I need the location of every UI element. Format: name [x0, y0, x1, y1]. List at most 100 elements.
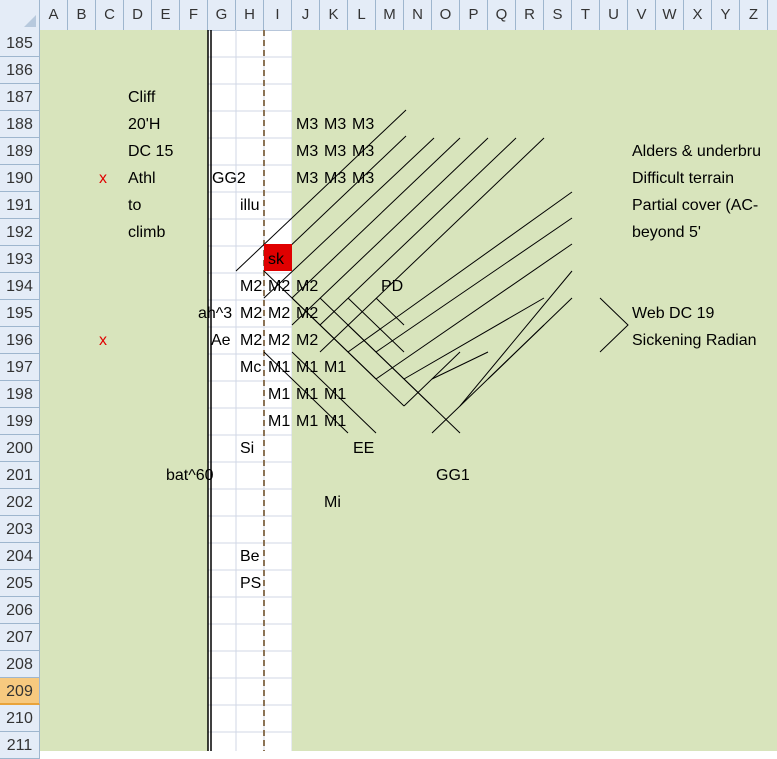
column-header-w[interactable]: W: [656, 0, 684, 30]
cell-m3[interactable]: M3: [324, 116, 347, 133]
row-header-210[interactable]: 210: [0, 705, 40, 732]
cell-mi[interactable]: Mi: [324, 494, 341, 511]
column-header-z[interactable]: Z: [740, 0, 768, 30]
cell-m2[interactable]: M2: [268, 305, 291, 322]
cell-cliff-height[interactable]: 20'H: [128, 116, 161, 133]
cell-climb[interactable]: climb: [128, 224, 166, 241]
cell-m2[interactable]: M2: [296, 278, 319, 295]
cell-pd[interactable]: PD: [381, 278, 404, 295]
row-header-196[interactable]: 196: [0, 327, 40, 354]
cell-difficult-terrain[interactable]: Difficult terrain: [632, 170, 734, 187]
cell-be[interactable]: Be: [240, 548, 260, 565]
row-header-188[interactable]: 188: [0, 111, 40, 138]
cell-m1[interactable]: M1: [268, 386, 291, 403]
row-header-186[interactable]: 186: [0, 57, 40, 84]
column-header-r[interactable]: R: [516, 0, 544, 30]
cell-sickening[interactable]: Sickening Radian: [632, 332, 757, 349]
column-header-t[interactable]: T: [572, 0, 600, 30]
cell-m2[interactable]: M2: [296, 332, 319, 349]
cell-sk[interactable]: sk: [268, 251, 284, 268]
cell-m1[interactable]: M1: [324, 413, 347, 430]
cell-web-dc[interactable]: Web DC 19: [632, 305, 715, 322]
column-header-p[interactable]: P: [460, 0, 488, 30]
cell-m3[interactable]: M3: [296, 116, 319, 133]
cell-m1[interactable]: M1: [296, 386, 319, 403]
cell-m1[interactable]: M1: [324, 359, 347, 376]
cell-m3[interactable]: M3: [352, 116, 375, 133]
cell-ah3[interactable]: ah^3: [198, 305, 233, 322]
cell-gg1[interactable]: GG1: [436, 467, 470, 484]
column-header-x[interactable]: X: [684, 0, 712, 30]
row-header-197[interactable]: 197: [0, 354, 40, 381]
column-header-b[interactable]: B: [68, 0, 96, 30]
row-header-194[interactable]: 194: [0, 273, 40, 300]
column-header-o[interactable]: O: [432, 0, 460, 30]
row-header-207[interactable]: 207: [0, 624, 40, 651]
row-header-203[interactable]: 203: [0, 516, 40, 543]
cell-athl[interactable]: Athl: [128, 170, 156, 187]
column-header-u[interactable]: U: [600, 0, 628, 30]
cell-ee[interactable]: EE: [353, 440, 375, 457]
row-header-185[interactable]: 185: [0, 30, 40, 57]
row-header-200[interactable]: 200: [0, 435, 40, 462]
red-highlight-cell[interactable]: [264, 244, 292, 271]
row-header-199[interactable]: 199: [0, 408, 40, 435]
column-header-m[interactable]: M: [376, 0, 404, 30]
cell-m3[interactable]: M3: [352, 170, 375, 187]
cell-m1[interactable]: M1: [268, 413, 291, 430]
cell-gg2[interactable]: GG2: [212, 170, 246, 187]
row-header-198[interactable]: 198: [0, 381, 40, 408]
column-header-a[interactable]: A: [40, 0, 68, 30]
column-header-c[interactable]: C: [96, 0, 124, 30]
cell-beyond[interactable]: beyond 5': [632, 224, 701, 241]
cell-m3[interactable]: M3: [296, 143, 319, 160]
cell-m3[interactable]: M3: [352, 143, 375, 160]
cell-m1[interactable]: M1: [324, 386, 347, 403]
column-header-k[interactable]: K: [320, 0, 348, 30]
cell-ps[interactable]: PS: [240, 575, 262, 592]
cell-si[interactable]: Si: [240, 440, 255, 457]
cell-dc15[interactable]: DC 15: [128, 143, 174, 160]
cell-m2[interactable]: M2: [240, 305, 263, 322]
column-header-l[interactable]: L: [348, 0, 376, 30]
column-header-i[interactable]: I: [264, 0, 292, 30]
cell-to[interactable]: to: [128, 197, 142, 214]
column-header-d[interactable]: D: [124, 0, 152, 30]
column-header-e[interactable]: E: [152, 0, 180, 30]
column-header-j[interactable]: J: [292, 0, 320, 30]
cell-m2[interactable]: M2: [240, 278, 263, 295]
worksheet-grid[interactable]: Cliff 20'H DC 15 x Athl to climb x GG2 i…: [40, 30, 777, 751]
column-header-n[interactable]: N: [404, 0, 432, 30]
column-header-v[interactable]: V: [628, 0, 656, 30]
cell-illu[interactable]: illu: [240, 197, 260, 214]
row-header-190[interactable]: 190: [0, 165, 40, 192]
column-header-g[interactable]: G: [208, 0, 236, 30]
cell-m3[interactable]: M3: [296, 170, 319, 187]
select-all-corner[interactable]: [0, 0, 40, 30]
cell-cliff[interactable]: Cliff: [128, 89, 156, 106]
cell-m2[interactable]: M2: [296, 305, 319, 322]
row-header-193[interactable]: 193: [0, 246, 40, 273]
row-header-195[interactable]: 195: [0, 300, 40, 327]
row-header-192[interactable]: 192: [0, 219, 40, 246]
row-header-204[interactable]: 204: [0, 543, 40, 570]
column-header-f[interactable]: F: [180, 0, 208, 30]
cell-ae[interactable]: Ae: [211, 332, 231, 349]
row-header-191[interactable]: 191: [0, 192, 40, 219]
row-header-202[interactable]: 202: [0, 489, 40, 516]
column-header-y[interactable]: Y: [712, 0, 740, 30]
row-header-201[interactable]: 201: [0, 462, 40, 489]
cell-m3[interactable]: M3: [324, 170, 347, 187]
row-header-187[interactable]: 187: [0, 84, 40, 111]
row-header-189[interactable]: 189: [0, 138, 40, 165]
cell-mc[interactable]: Mc: [240, 359, 262, 376]
cell-x-mark[interactable]: x: [99, 332, 107, 349]
row-header-205[interactable]: 205: [0, 570, 40, 597]
row-header-211[interactable]: 211: [0, 732, 40, 759]
row-header-209[interactable]: 209: [0, 678, 40, 705]
cell-m2[interactable]: M2: [240, 332, 263, 349]
cell-alders[interactable]: Alders & underbru: [632, 143, 761, 160]
row-header-208[interactable]: 208: [0, 651, 40, 678]
cell-m3[interactable]: M3: [324, 143, 347, 160]
row-header-206[interactable]: 206: [0, 597, 40, 624]
